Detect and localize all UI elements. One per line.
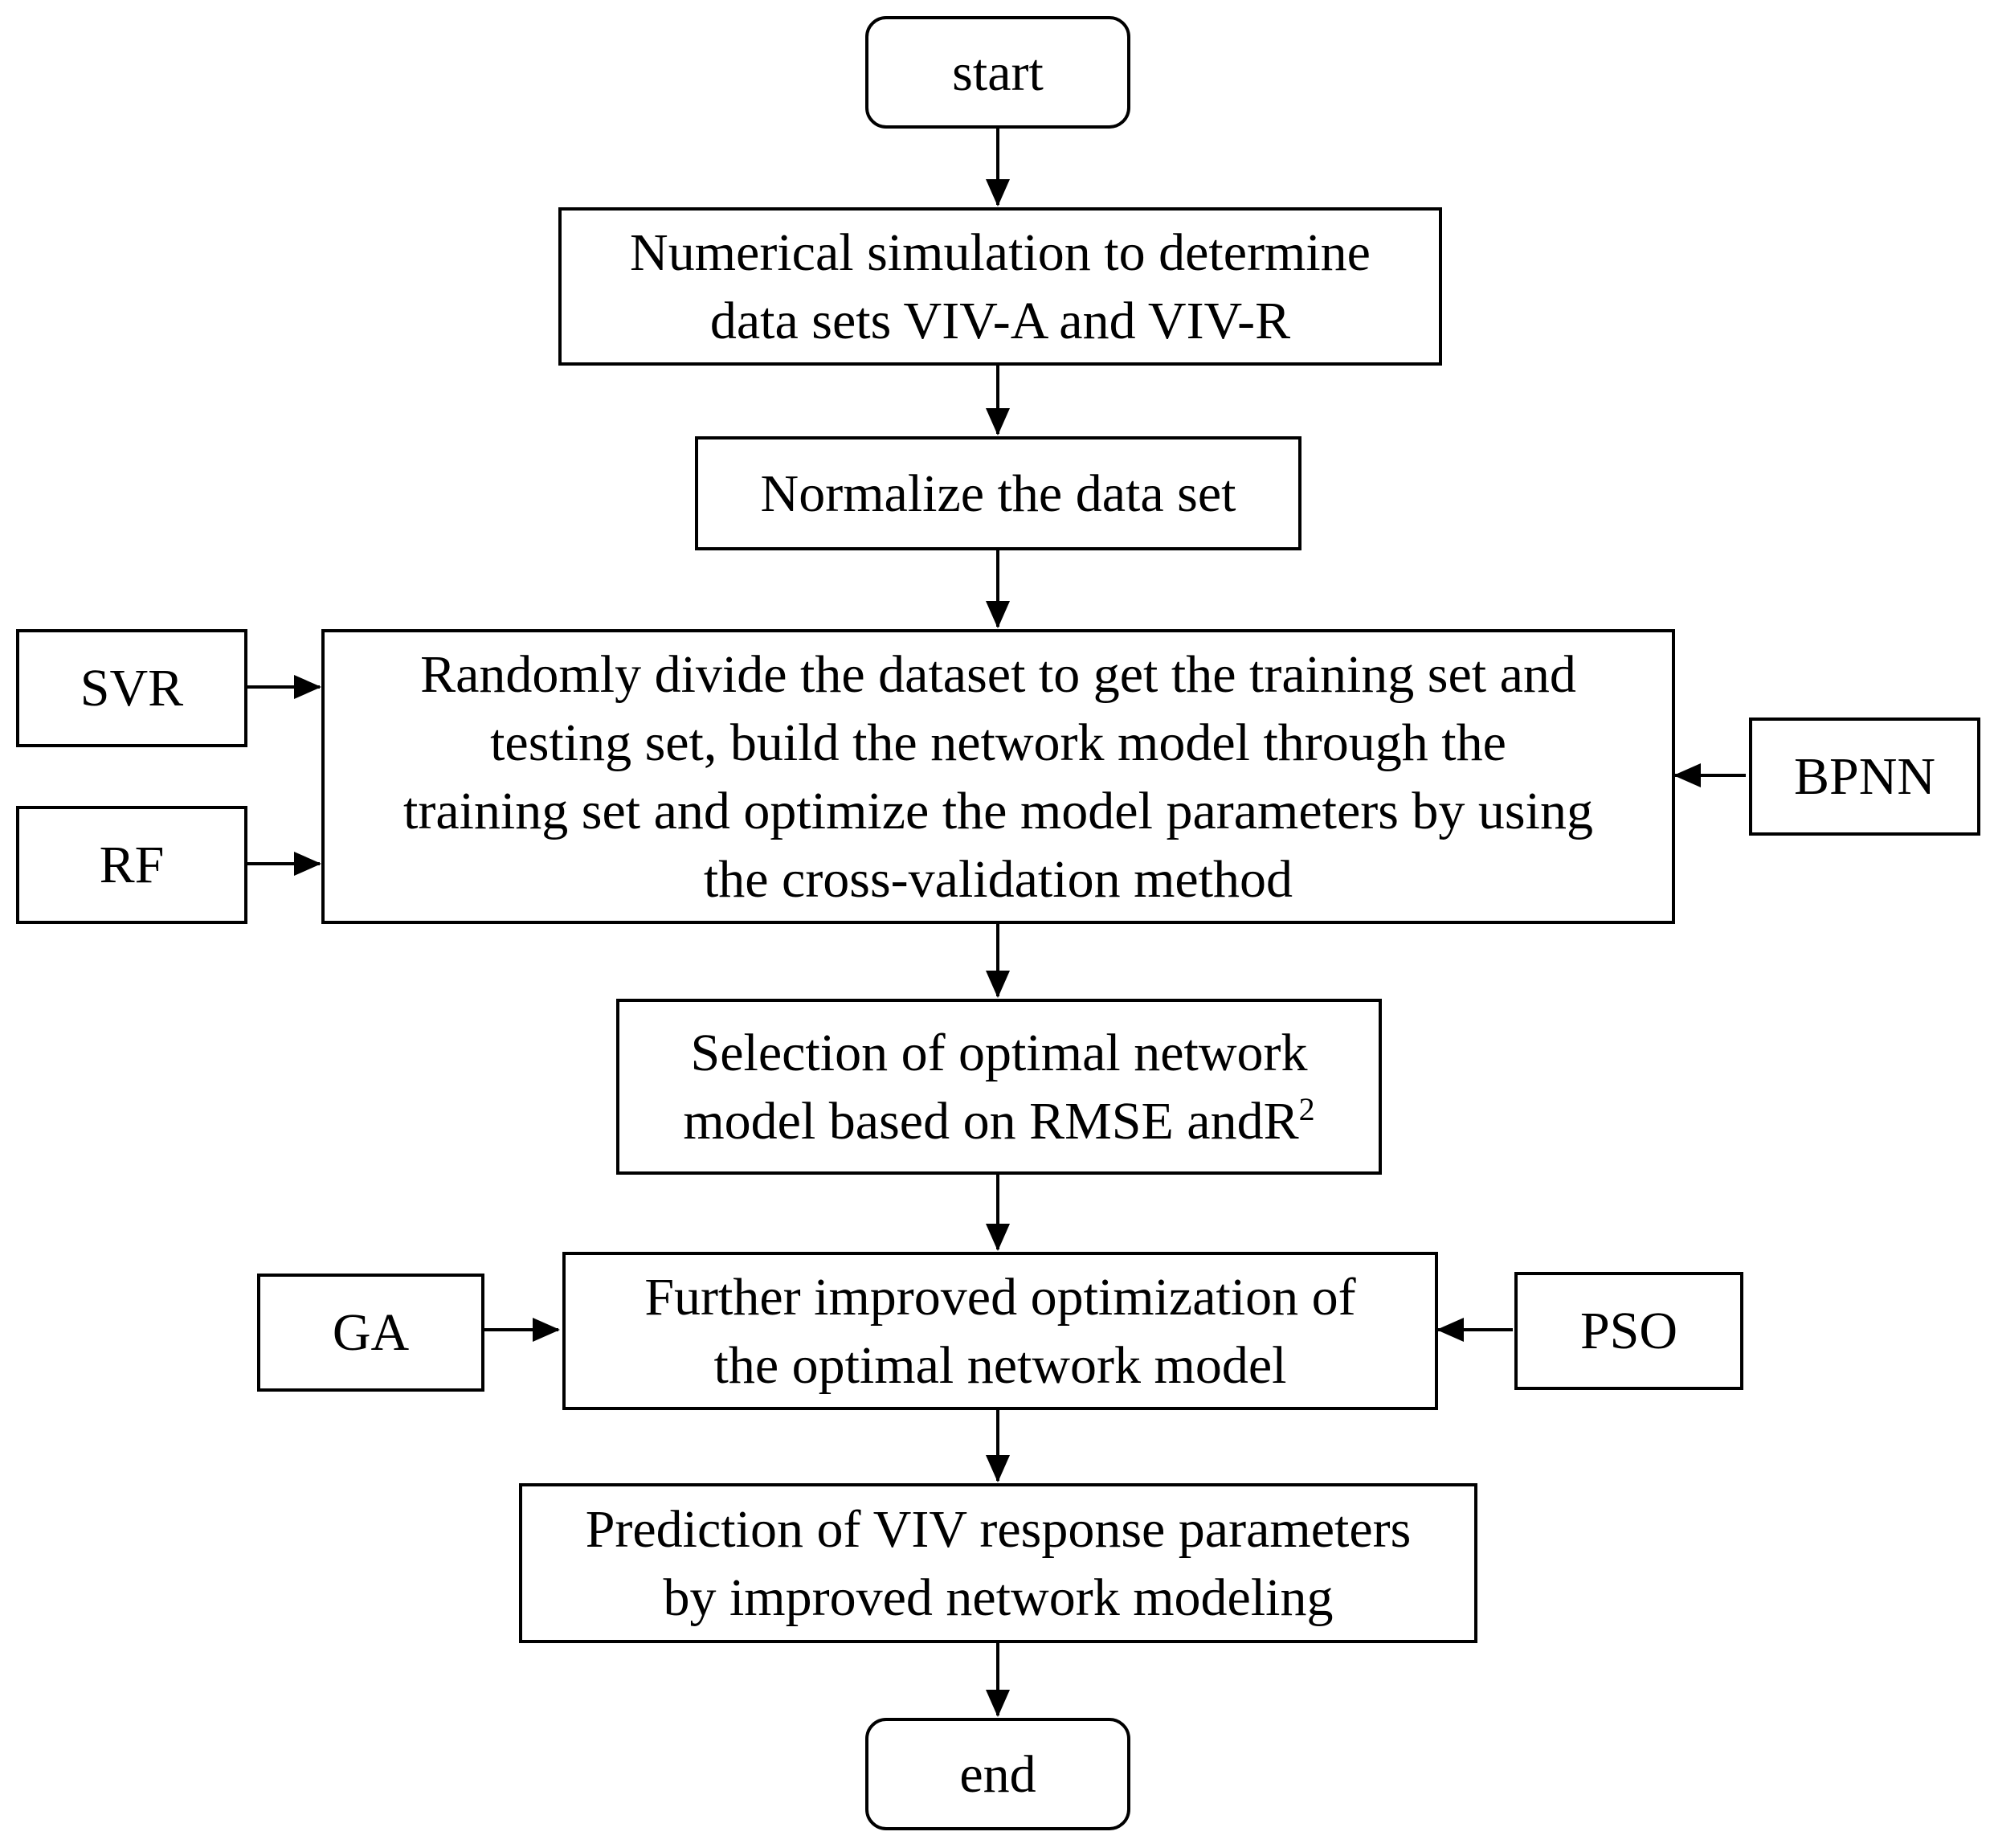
divide-label-line4: the cross-validation method: [703, 849, 1293, 909]
predict-node: Prediction of VIV response parameters by…: [519, 1483, 1477, 1643]
simulate-label-line1: Numerical simulation to determine: [630, 223, 1371, 282]
divide-label-line3: training set and optimize the model para…: [403, 781, 1593, 840]
start-label: start: [952, 43, 1044, 102]
end-label: end: [959, 1744, 1036, 1804]
select-label-line1: Selection of optimal network: [690, 1023, 1308, 1082]
normalize-label: Normalize the data set: [760, 464, 1236, 523]
select-node: Selection of optimal network model based…: [616, 999, 1382, 1175]
predict-label-line2: by improved network modeling: [663, 1568, 1334, 1627]
start-node: start: [865, 16, 1130, 129]
divide-label-line2: testing set, build the network model thr…: [490, 713, 1506, 772]
pso-label: PSO: [1579, 1302, 1678, 1360]
rf-node: RF: [16, 806, 247, 924]
divide-label-line1: Randomly divide the dataset to get the t…: [420, 644, 1576, 704]
svr-label: SVR: [80, 659, 184, 718]
select-label-line2: model based on RMSE andR2: [683, 1087, 1314, 1155]
improve-label-line2: the optimal network model: [713, 1335, 1287, 1395]
end-node: end: [865, 1718, 1130, 1830]
improve-label-line1: Further improved optimization of: [644, 1267, 1356, 1327]
normalize-node: Normalize the data set: [695, 436, 1301, 550]
pso-node: PSO: [1514, 1272, 1743, 1390]
divide-node: Randomly divide the dataset to get the t…: [321, 629, 1675, 924]
simulate-label-line2: data sets VIV-A and VIV-R: [709, 291, 1291, 350]
rf-label: RF: [99, 836, 165, 894]
bpnn-label: BPNN: [1793, 747, 1936, 806]
select-label-line2-text: model based on RMSE andR: [683, 1091, 1299, 1151]
svr-node: SVR: [16, 629, 247, 747]
predict-label-line1: Prediction of VIV response parameters: [585, 1499, 1412, 1559]
ga-node: GA: [257, 1274, 484, 1392]
simulate-node: Numerical simulation to determine data s…: [558, 207, 1442, 366]
bpnn-node: BPNN: [1749, 718, 1980, 836]
improve-node: Further improved optimization of the opt…: [562, 1252, 1438, 1410]
select-label-superscript: 2: [1298, 1090, 1315, 1127]
ga-label: GA: [332, 1303, 410, 1362]
